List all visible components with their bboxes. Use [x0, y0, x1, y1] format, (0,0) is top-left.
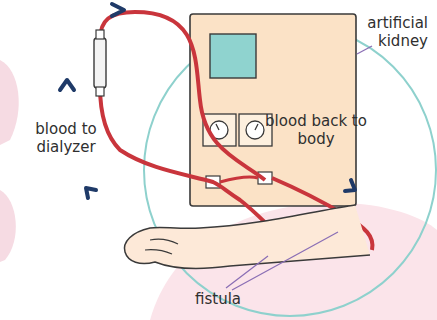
filter-cap [96, 30, 104, 39]
filter-cap [96, 87, 104, 96]
flow-arrow [86, 188, 96, 198]
pink-blob [0, 60, 19, 145]
leader-line [357, 46, 372, 54]
blood-tube [220, 177, 258, 182]
callout-label: blood to dialyzer [26, 120, 106, 156]
flow-arrow [60, 80, 74, 90]
screen [210, 34, 256, 78]
flow-arrow [112, 4, 124, 16]
pink-blob [0, 190, 16, 262]
blood-tube [100, 12, 265, 180]
callout-label: artificial kidney [356, 14, 428, 50]
leader-line [226, 232, 338, 290]
dialyzer-filter [94, 38, 106, 88]
fingers [145, 239, 178, 254]
callout-label: blood back to body [264, 112, 368, 148]
arm [124, 205, 370, 269]
flow-arrow [345, 180, 355, 191]
part-label: fistula [178, 290, 258, 308]
gauge-needle [216, 124, 258, 130]
